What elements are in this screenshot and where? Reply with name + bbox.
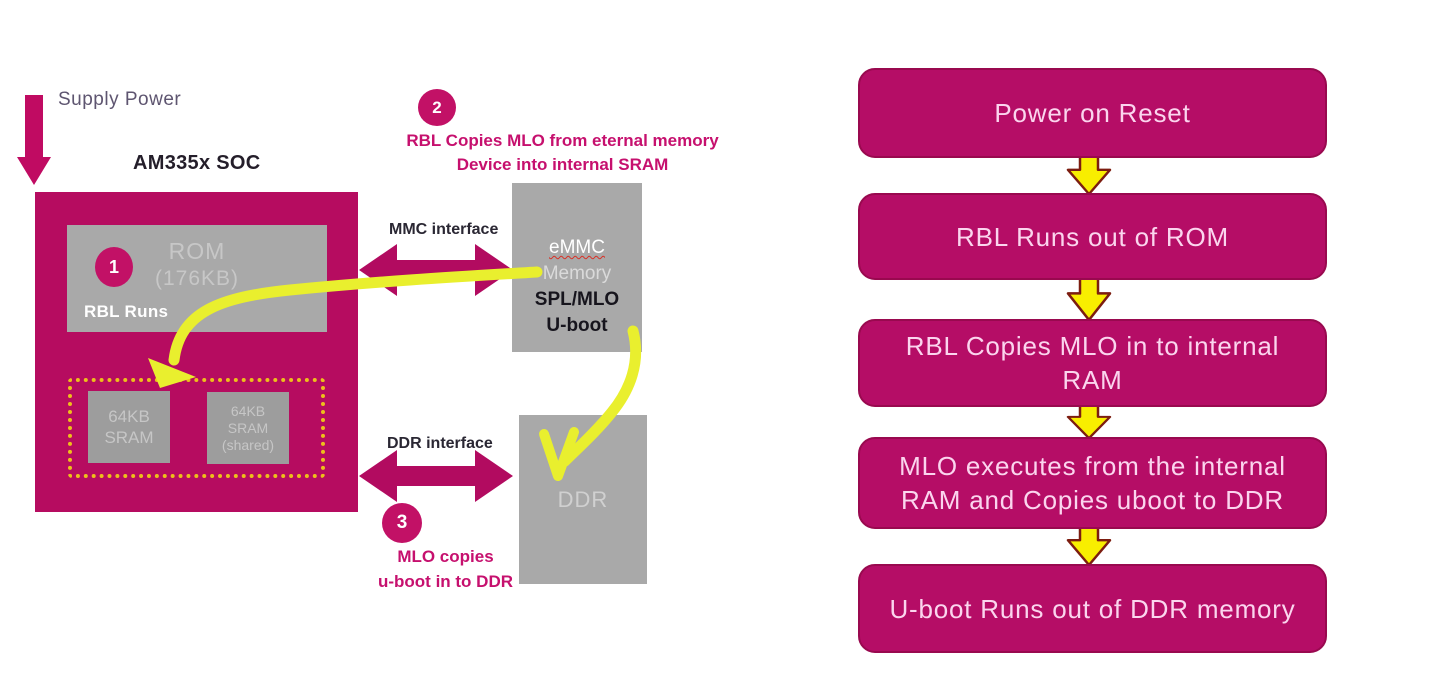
sram-primary-line: 64KB	[108, 407, 150, 426]
flow-step-line: RAM and Copies uboot to DDR	[901, 485, 1284, 515]
rom-size-label: (176KB)	[154, 267, 240, 290]
soc-title: AM335x SOC	[133, 152, 261, 174]
step-3-badge: 3	[382, 503, 422, 543]
flow-step-line: RBL Runs out of ROM	[956, 221, 1229, 252]
flow-step-line: RAM	[1062, 365, 1123, 395]
ddr-interface-label: DDR interface	[387, 435, 493, 452]
step-2-caption-line: RBL Copies MLO from eternal memory	[406, 131, 719, 150]
step-3-caption: MLO copies u-boot in to DDR	[363, 544, 528, 594]
flow-down-arrow-icon	[1066, 403, 1112, 439]
sram-shared-line: SRAM	[227, 419, 269, 436]
sram-dotted-region	[68, 378, 325, 478]
flow-step-rbl-copies-mlo: RBL Copies MLO in to internal RAM	[858, 319, 1327, 407]
step-2-caption-line: Device into internal SRAM	[456, 155, 669, 174]
flow-step-rbl-runs-rom: RBL Runs out of ROM	[858, 193, 1327, 280]
flow-step-line: U-boot Runs out of DDR memory	[889, 593, 1296, 624]
rom-label: ROM	[168, 238, 226, 264]
uboot-label: U-boot	[546, 315, 608, 336]
mmc-interface-label: MMC interface	[389, 221, 499, 238]
flow-down-arrow-icon	[1066, 154, 1112, 195]
sram-box-shared: 64KB SRAM (shared)	[207, 392, 289, 464]
rbl-runs-label: RBL Runs	[84, 302, 169, 321]
spl-mlo-label: SPL/MLO	[534, 289, 620, 310]
emmc-label: eMMC	[549, 237, 605, 258]
sram-shared-line: (shared)	[221, 436, 275, 453]
step-2-badge: 2	[418, 89, 456, 126]
supply-power-arrow-icon	[17, 95, 51, 185]
flow-down-arrow-icon	[1066, 276, 1112, 321]
flow-step-line: RBL Copies MLO in to internal	[905, 331, 1280, 361]
flow-step-mlo-executes: MLO executes from the internal RAM and C…	[858, 437, 1327, 529]
step-2-caption: RBL Copies MLO from eternal memory Devic…	[380, 129, 745, 177]
ddr-box: DDR	[519, 415, 647, 584]
sram-primary-line: SRAM	[104, 428, 154, 447]
flow-step-power-on-reset: Power on Reset	[858, 68, 1327, 158]
ddr-label: DDR	[557, 486, 609, 512]
flow-step-uboot-runs-ddr: U-boot Runs out of DDR memory	[858, 564, 1327, 653]
step-3-caption-line: u-boot in to DDR	[377, 572, 513, 591]
ddr-interface-arrow-icon	[359, 450, 513, 502]
sram-box-primary: 64KB SRAM	[88, 391, 170, 463]
step-1-badge: 1	[95, 247, 133, 287]
flow-down-arrow-icon	[1066, 524, 1112, 566]
step-3-caption-line: MLO copies	[397, 547, 494, 566]
mmc-interface-arrow-icon	[359, 244, 513, 296]
emmc-memory-label: Memory	[542, 263, 612, 284]
supply-power-label: Supply Power	[58, 89, 182, 110]
flow-step-line: Power on Reset	[994, 98, 1191, 128]
emmc-box: eMMC Memory SPL/MLO U-boot	[512, 183, 642, 352]
sram-shared-line: 64KB	[230, 402, 266, 419]
flow-step-line: MLO executes from the internal	[899, 451, 1286, 481]
